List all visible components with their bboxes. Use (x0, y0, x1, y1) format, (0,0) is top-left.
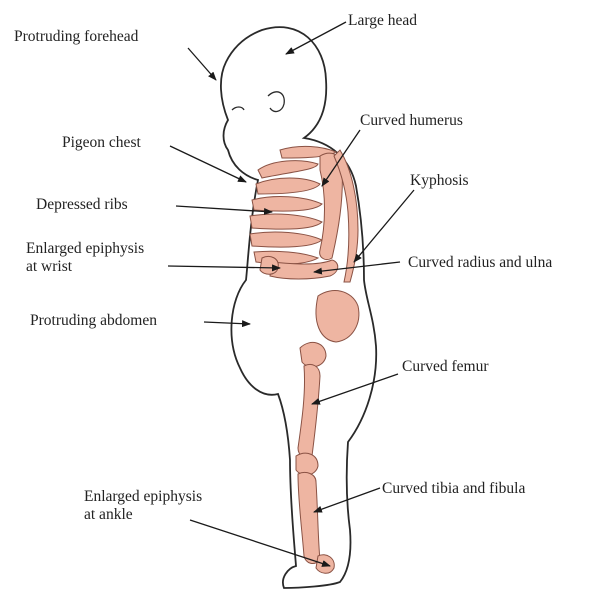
knee-joint (296, 453, 318, 475)
pelvis-bone (316, 291, 359, 342)
ear (268, 92, 284, 112)
label-large-head: Large head (348, 12, 417, 29)
label-protruding-abdomen: Protruding abdomen (30, 312, 157, 329)
label-kyphosis: Kyphosis (410, 172, 469, 189)
label-curved-tibia-fibula: Curved tibia and fibula (382, 480, 525, 497)
femur-bone (298, 364, 320, 457)
label-depressed-ribs: Depressed ribs (36, 196, 128, 213)
label-curved-radius-ulna: Curved radius and ulna (408, 254, 552, 271)
arrow-curved-femur (312, 374, 398, 404)
ribcage (250, 161, 322, 264)
label-enlarged-epiphysis-wrist-line1: Enlarged epiphysis (26, 240, 144, 257)
label-protruding-forehead: Protruding forehead (14, 28, 138, 45)
label-enlarged-epiphysis-ankle-line2: at ankle (84, 506, 133, 523)
label-enlarged-epiphysis-ankle-line1: Enlarged epiphysis (84, 488, 202, 505)
femur-head (300, 342, 326, 366)
label-curved-humerus: Curved humerus (360, 112, 463, 129)
arrow-large-head (286, 22, 346, 54)
tibia-fibula-bone (298, 472, 320, 563)
label-enlarged-epiphysis-wrist-line2: at wrist (26, 258, 72, 275)
label-curved-femur: Curved femur (402, 358, 489, 375)
wrist-epiphysis (260, 256, 278, 274)
arrow-protruding-abdomen (204, 322, 250, 324)
arrow-kyphosis (354, 190, 414, 262)
eye (232, 107, 244, 110)
arrow-protruding-forehead (188, 48, 216, 80)
label-pigeon-chest: Pigeon chest (62, 134, 141, 151)
